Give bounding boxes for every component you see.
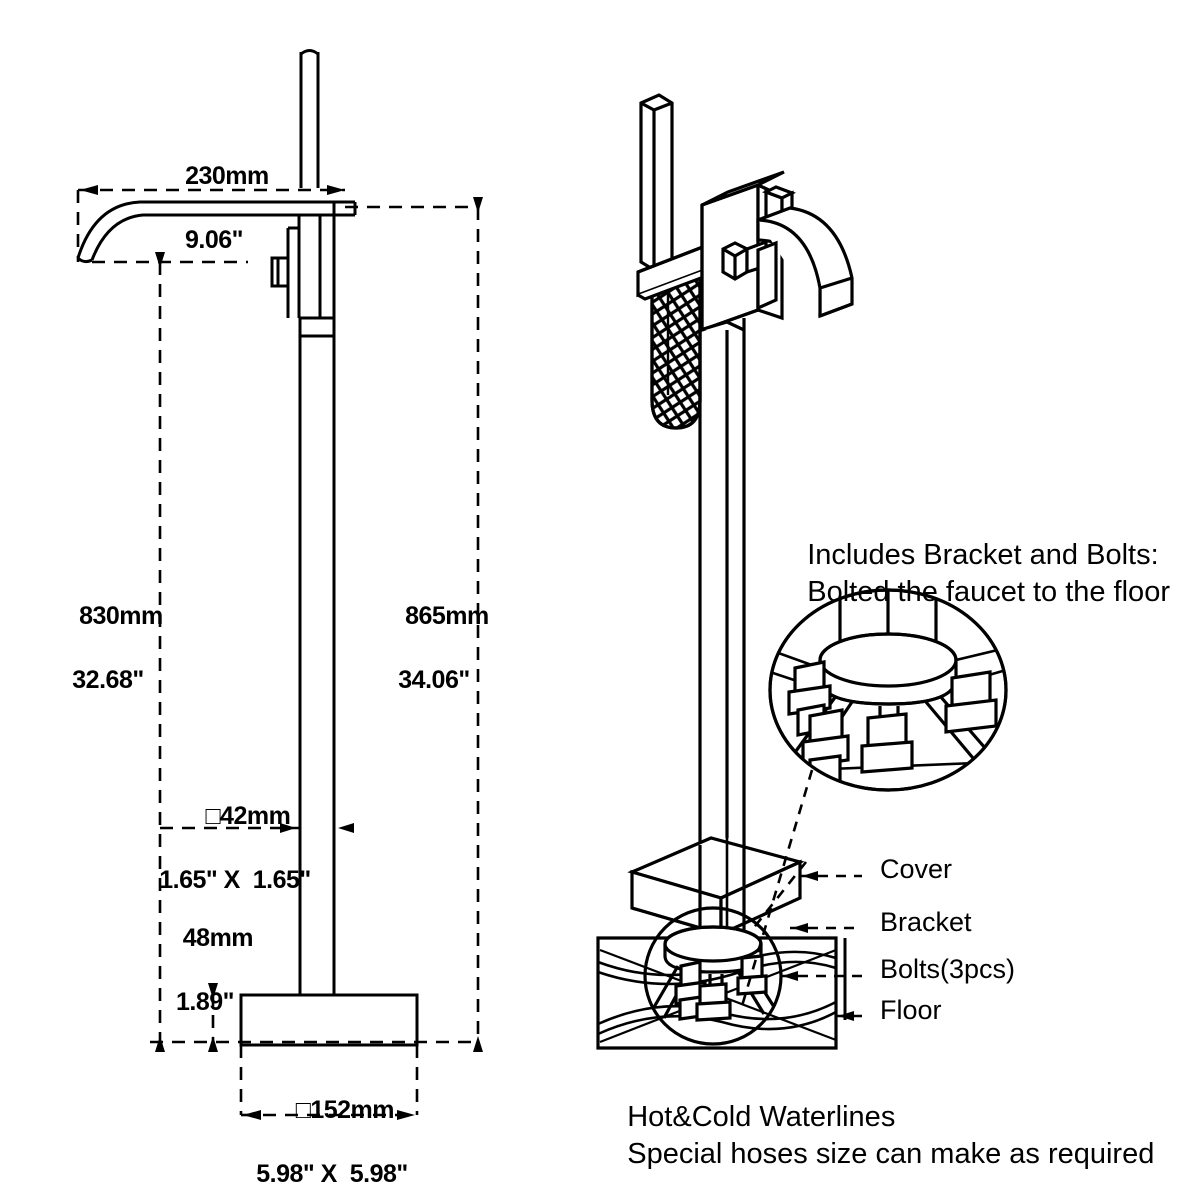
callout-label-bolts: Bolts(3pcs) [880,954,1016,984]
bolt [736,954,768,996]
bracket-bolts-heading: Includes Bracket and Bolts: Bolted the f… [807,539,1170,609]
spout-inner [90,213,355,261]
spout-collar [756,240,778,311]
bolt [860,712,914,774]
dim-label-865mm: 865mm 34.06" [398,602,489,694]
riser-pipe-cap [300,49,319,56]
body-top-plate [701,170,785,207]
dim-label-42mm: □42mm 1.65" X 1.65" [159,802,311,894]
dimension-arrowheads [80,185,483,1120]
dim-label-230mm: 230mm 9.06" [184,162,269,254]
callout-label-cover: Cover [880,854,953,884]
mixer-handle-knob [270,256,290,288]
spout-outer [76,200,355,259]
dim-label-152mm: □152mm 5.98" X 5.98" [256,1096,408,1188]
bolt [944,670,998,734]
cover-plate [627,836,805,937]
bolt [695,982,732,1022]
dim-label-830mm: 830mm 32.68" [72,602,163,694]
callout-label-floor: Floor [880,995,942,1025]
dimension-lines [76,188,480,1117]
riser-pipe [299,52,320,188]
standpipe-through-cover [698,832,746,942]
flexible-hose [650,276,702,430]
detail-circle-bracket [768,588,1008,792]
standpipe [698,318,746,845]
handheld-shower-wand [639,93,674,272]
dim-label-48mm: 48mm 1.89" [175,924,254,1016]
waterlines-footnote: Hot&Cold Waterlines Special hoses size c… [627,1101,1155,1171]
callout-label-bracket: Bracket [880,907,972,937]
